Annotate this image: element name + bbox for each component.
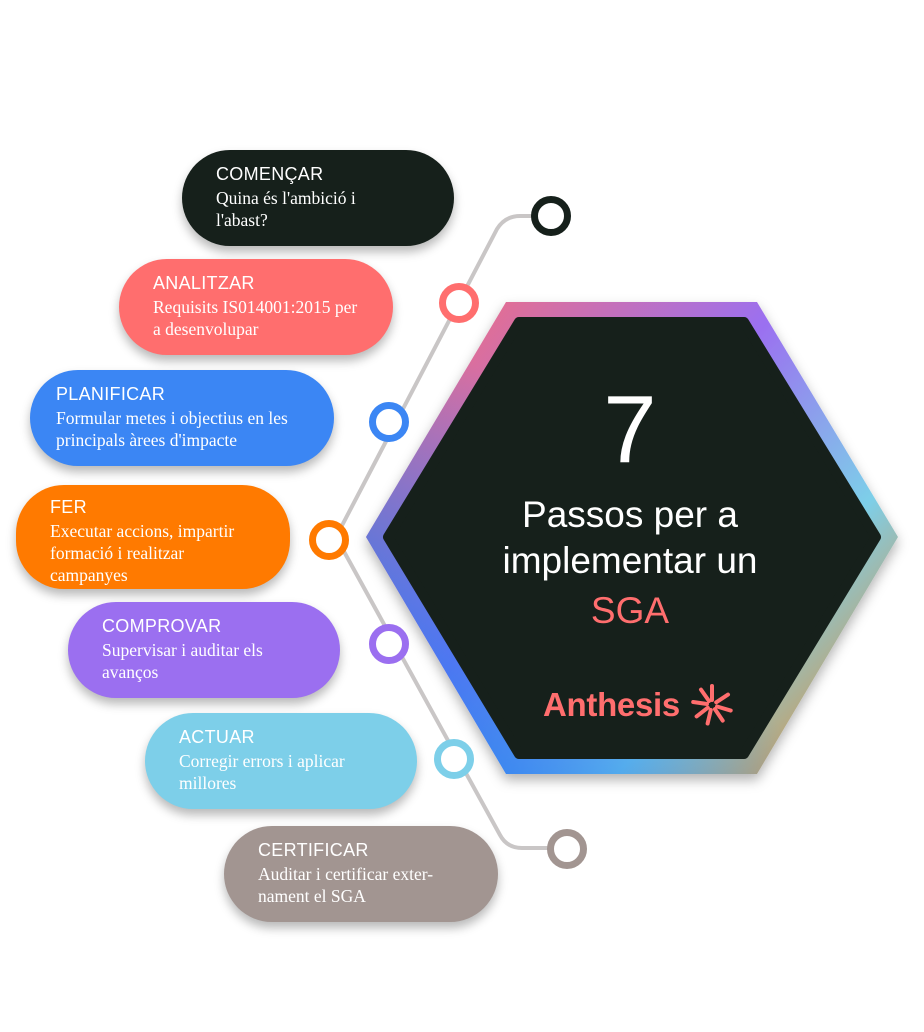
- brand-logo: Anthesis: [543, 682, 734, 728]
- step-title: COMENÇAR: [216, 164, 324, 184]
- headline-accent: SGA: [590, 590, 670, 631]
- node-certificar: [547, 829, 587, 869]
- node-actuar: [434, 739, 474, 779]
- steps-count: 7: [603, 376, 657, 483]
- step-description: Auditar i certificar exter-nament el SGA: [258, 864, 434, 906]
- node-analitzar: [439, 283, 479, 323]
- node-comencar: [531, 196, 571, 236]
- step-title: CERTIFICAR: [258, 840, 369, 860]
- node-planificar: [369, 402, 409, 442]
- step-title: ANALITZAR: [153, 273, 255, 293]
- step-title: PLANIFICAR: [56, 384, 166, 404]
- burst-icon: [691, 684, 733, 726]
- node-fer: [309, 520, 349, 560]
- step-title: FER: [50, 497, 87, 517]
- step-title: ACTUAR: [179, 727, 255, 747]
- node-comprovar: [369, 624, 409, 664]
- step-title: COMPROVAR: [102, 616, 222, 636]
- step-planificar: PLANIFICAR Formular metes i objectius en…: [30, 370, 334, 466]
- step-certificar: CERTIFICAR Auditar i certificar exter-na…: [224, 826, 498, 922]
- brand-name: Anthesis: [543, 686, 680, 723]
